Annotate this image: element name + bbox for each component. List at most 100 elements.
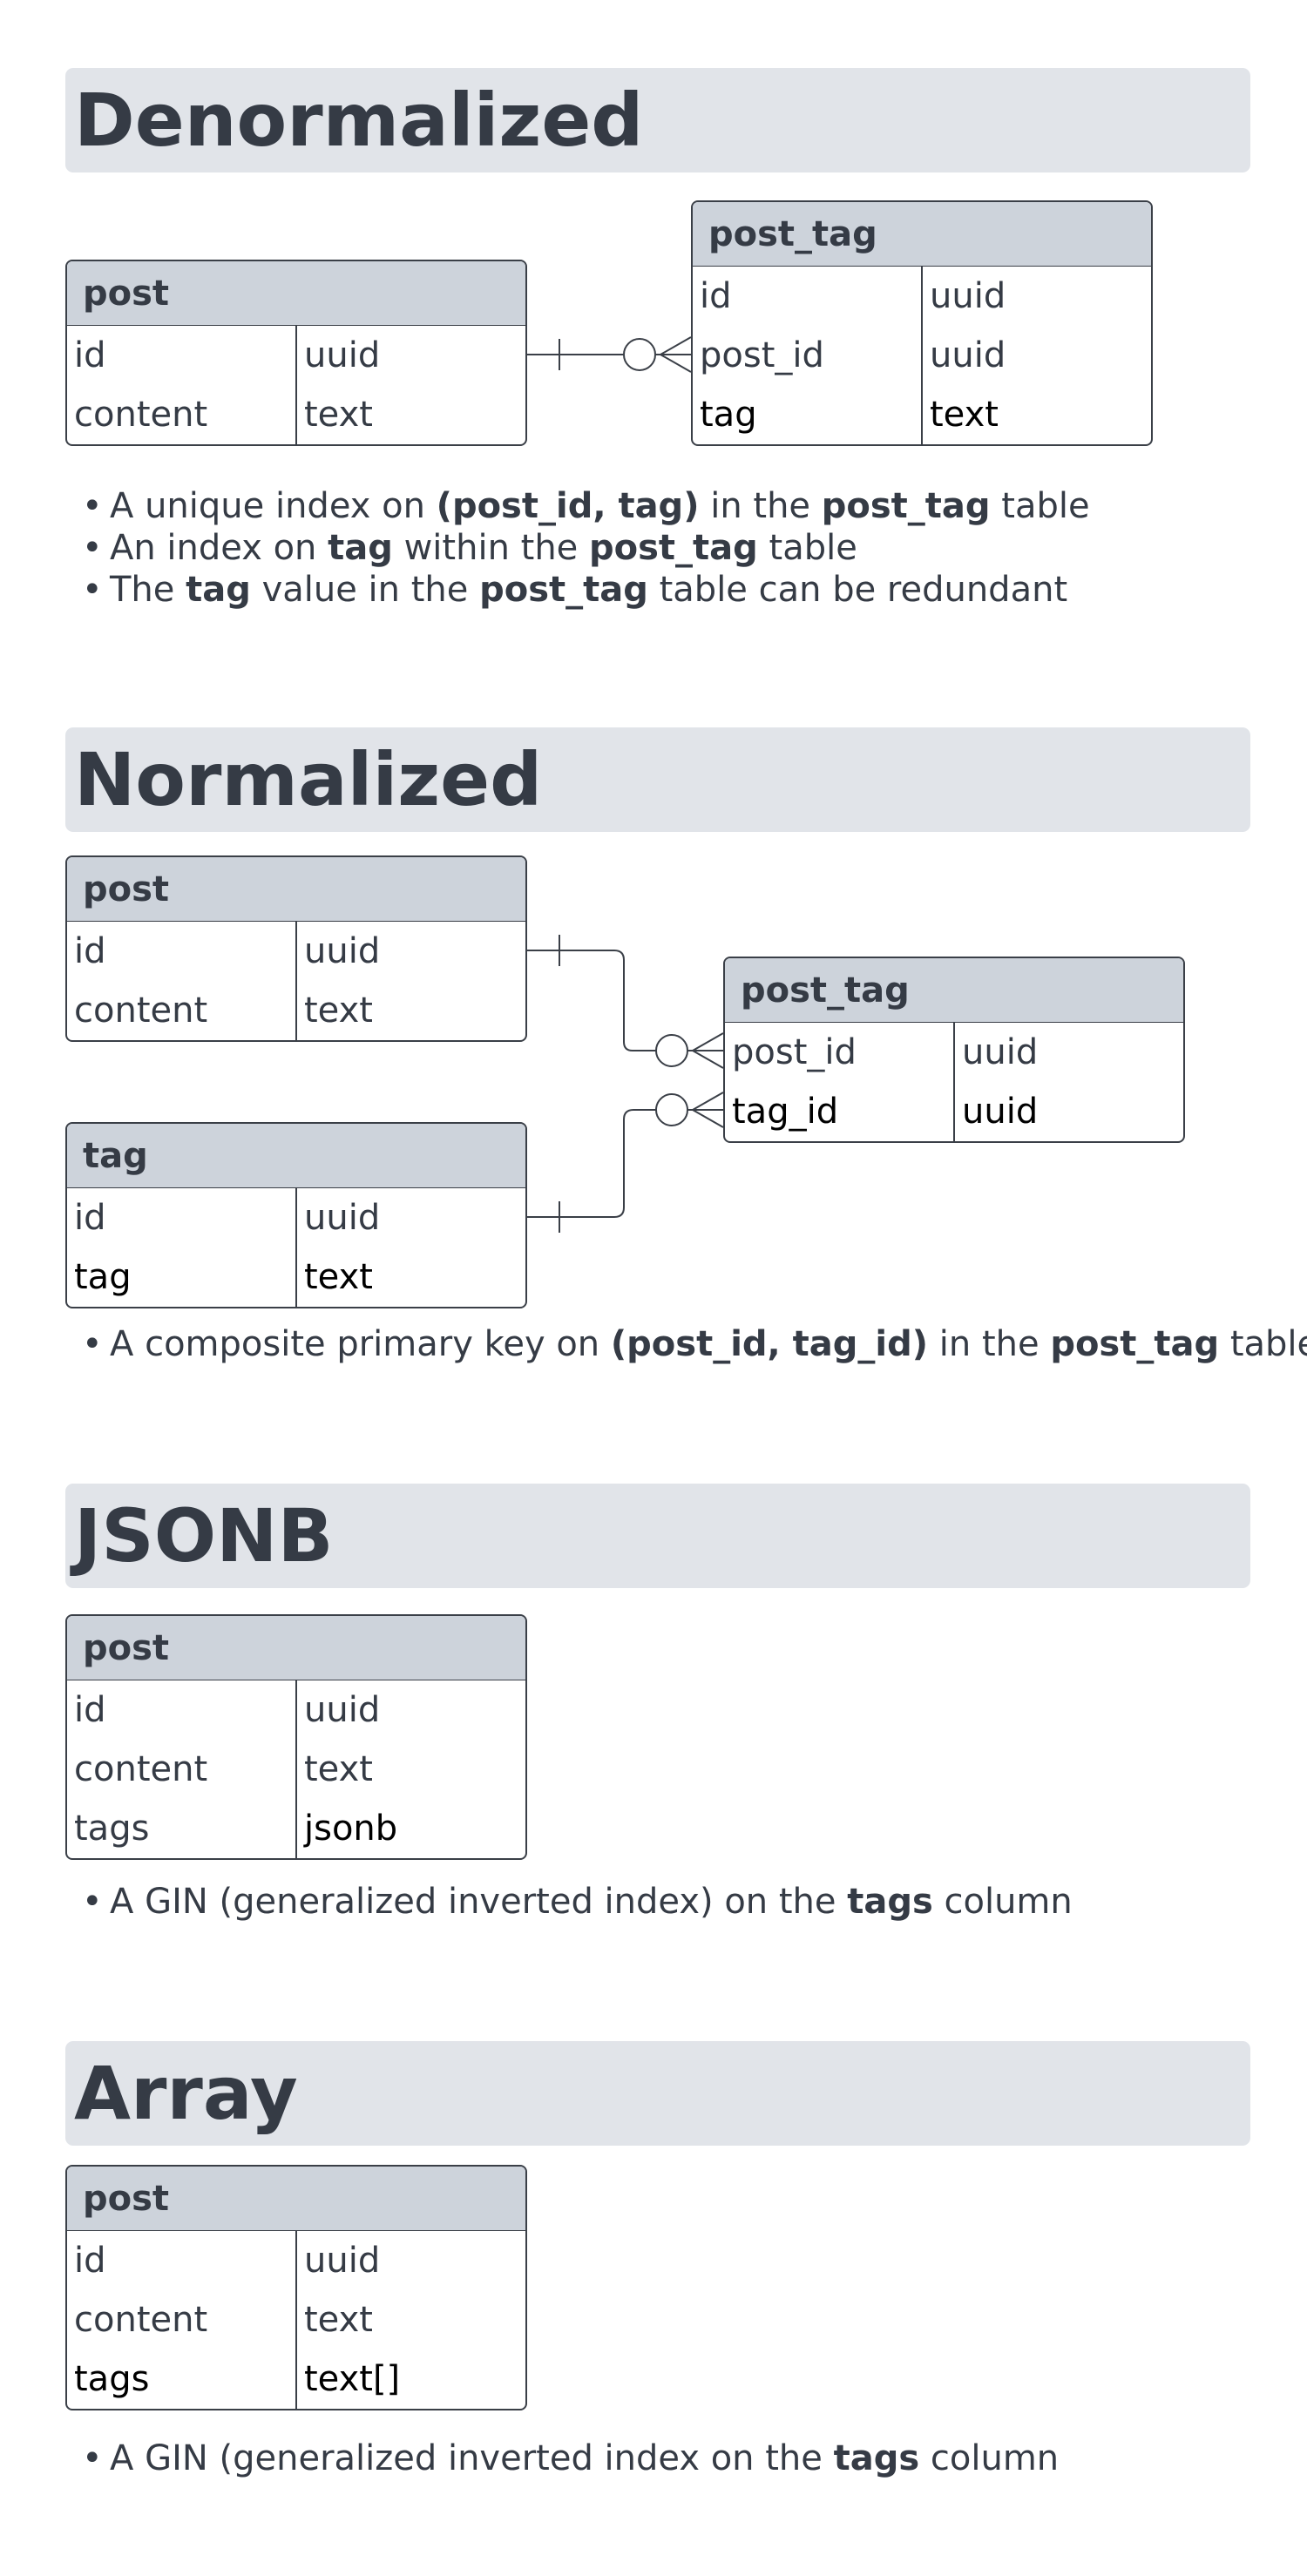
table-row: tag_id uuid	[725, 1082, 1183, 1141]
table-row: id uuid	[67, 922, 525, 981]
note-emphasis: (post_id, tag)	[436, 486, 700, 526]
note-item: A unique index on (post_id, tag) in the …	[82, 485, 1090, 527]
table-row: id uuid	[67, 2231, 525, 2290]
column-name: tags	[74, 2359, 150, 2399]
table-row: tags jsonb	[67, 1799, 525, 1858]
column-type: text	[304, 1749, 373, 1789]
note-emphasis: post_tag	[821, 486, 991, 526]
column-name: post_id	[700, 335, 824, 375]
table-row: content text	[67, 1740, 525, 1799]
table-name: post	[67, 1616, 525, 1680]
table-name: post	[67, 261, 525, 326]
note-emphasis: post_tag	[589, 528, 758, 568]
column-divider	[295, 1680, 297, 1858]
table-post-tag: post_tag id uuid post_id uuid tag text	[691, 200, 1153, 446]
column-type: uuid	[304, 1690, 381, 1730]
column-name: content	[74, 395, 208, 435]
notes-list: A GIN (generalized inverted index on the…	[82, 2437, 1059, 2479]
column-type: text	[304, 991, 373, 1031]
note-emphasis: tags	[847, 1882, 933, 1922]
table-post: post id uuid content text	[65, 260, 527, 446]
note-text: table can be redundant	[647, 570, 1068, 610]
column-name: tag	[700, 395, 757, 435]
column-name: tag_id	[732, 1092, 839, 1132]
column-type: text[]	[304, 2359, 401, 2399]
note-emphasis: post_tag	[1050, 1324, 1220, 1364]
note-item: An index on tag within the post_tag tabl…	[82, 527, 1090, 569]
section-title: Denormalized	[74, 78, 644, 163]
column-divider	[953, 1023, 955, 1141]
table-post-tag: post_tag post_id uuid tag_id uuid	[723, 957, 1185, 1143]
column-divider	[295, 922, 297, 1040]
column-name: tags	[74, 1809, 150, 1849]
section-title: Array	[74, 2051, 298, 2136]
note-text: in the	[699, 486, 822, 526]
note-emphasis: tag	[328, 528, 393, 568]
column-name: content	[74, 2300, 208, 2340]
note-text: A composite primary key on	[110, 1324, 611, 1364]
table-name: post_tag	[693, 202, 1151, 267]
note-text: table	[757, 528, 857, 568]
note-item: A GIN (generalized inverted index on the…	[82, 2437, 1059, 2479]
column-type: uuid	[930, 335, 1006, 375]
notes-list: A unique index on (post_id, tag) in the …	[82, 485, 1090, 611]
note-text: value in the	[250, 570, 480, 610]
table-row: post_id uuid	[693, 326, 1151, 385]
relationship-line	[527, 935, 724, 1069]
relationship-line	[527, 1092, 724, 1233]
column-divider	[295, 1188, 297, 1307]
column-divider	[295, 2231, 297, 2409]
column-type: text	[304, 1257, 373, 1297]
table-tag: tag id uuid tag text	[65, 1122, 527, 1308]
note-text: table	[1229, 1324, 1307, 1364]
note-item: The tag value in the post_tag table can …	[82, 569, 1090, 611]
table-name: tag	[67, 1124, 525, 1188]
notes-list: A composite primary key on (post_id, tag…	[82, 1323, 1307, 1365]
note-item: A GIN (generalized inverted index) on th…	[82, 1881, 1073, 1923]
notes-list: A GIN (generalized inverted index) on th…	[82, 1881, 1073, 1923]
section-header-normalized: Normalized	[65, 727, 1250, 832]
note-emphasis: post_tag	[479, 570, 648, 610]
note-emphasis: (post_id, tag_id)	[610, 1324, 929, 1364]
note-text: The	[110, 570, 186, 610]
table-row: post_id uuid	[725, 1023, 1183, 1082]
table-row: tag text	[693, 385, 1151, 444]
note-text: A GIN (generalized inverted index on the	[110, 2438, 834, 2478]
column-divider	[921, 267, 923, 444]
note-text: in the	[928, 1324, 1051, 1364]
column-type: text	[304, 395, 373, 435]
column-type: text	[304, 2300, 373, 2340]
table-row: tag text	[67, 1247, 525, 1307]
column-divider	[295, 326, 297, 444]
table-name: post	[67, 857, 525, 922]
note-text: column	[919, 2438, 1060, 2478]
table-row: id uuid	[67, 1680, 525, 1740]
note-emphasis: tag	[186, 570, 251, 610]
table-row: id uuid	[67, 1188, 525, 1247]
note-item: A composite primary key on (post_id, tag…	[82, 1323, 1307, 1365]
table-row: content text	[67, 2290, 525, 2350]
section-title: JSONB	[74, 1493, 334, 1579]
section-header-jsonb: JSONB	[65, 1484, 1250, 1588]
table-post: post id uuid content text tags jsonb	[65, 1614, 527, 1860]
column-name: id	[74, 931, 106, 971]
note-text: A unique index on	[110, 486, 437, 526]
column-type: uuid	[930, 276, 1006, 316]
column-name: id	[74, 335, 106, 375]
column-name: id	[74, 1198, 106, 1238]
column-name: id	[74, 2241, 106, 2281]
column-name: tag	[74, 1257, 132, 1297]
table-post: post id uuid content text tags text[]	[65, 2165, 527, 2410]
table-row: content text	[67, 385, 525, 444]
table-row: id uuid	[693, 267, 1151, 326]
column-type: jsonb	[304, 1809, 398, 1849]
column-type: uuid	[304, 931, 381, 971]
column-type: uuid	[304, 1198, 381, 1238]
table-row: content text	[67, 981, 525, 1040]
section-header-array: Array	[65, 2041, 1250, 2146]
table-post: post id uuid content text	[65, 855, 527, 1042]
column-type: uuid	[304, 2241, 381, 2281]
table-name: post	[67, 2167, 525, 2231]
note-text: within the	[392, 528, 589, 568]
note-emphasis: tags	[833, 2438, 920, 2478]
